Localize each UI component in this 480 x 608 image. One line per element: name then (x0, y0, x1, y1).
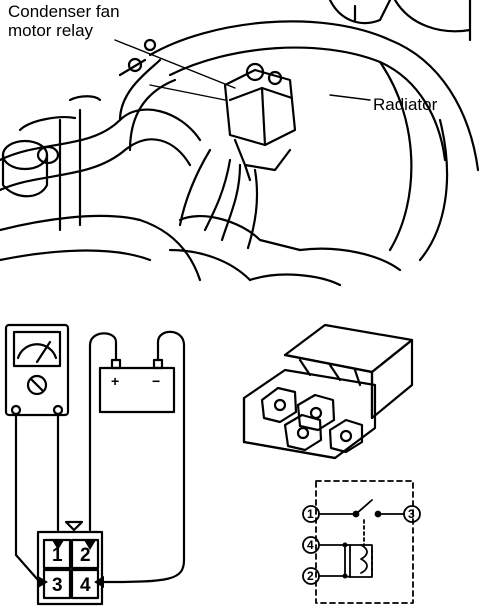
radiator-hose-outer (148, 20, 480, 172)
schematic-label-1: 1 (307, 507, 314, 521)
arrow-pin2 (84, 540, 96, 550)
ohmmeter-display (12, 330, 62, 368)
relay-label-line1: Condenser fan (8, 2, 120, 21)
arrow-pin4 (94, 576, 104, 588)
connector-pin-1: 1 (52, 545, 63, 566)
connector-pin-4: 4 (80, 575, 91, 596)
arrow-pin1 (52, 540, 64, 550)
ohmmeter-dial (26, 374, 48, 396)
relay-label-line2: motor relay (8, 21, 94, 40)
schematic-label-2: 2 (307, 569, 314, 583)
connector-pin-2: 2 (80, 545, 91, 566)
battery (98, 366, 176, 414)
schematic-outline (315, 480, 414, 604)
connector-key-triangle (64, 520, 84, 532)
relay-harness (203, 158, 232, 232)
battery-minus: − (152, 373, 161, 389)
radiator-hose-inner (168, 46, 447, 162)
relay-switch-blade (355, 499, 373, 515)
radiator-label: Radiator (373, 95, 438, 114)
relay-connector (36, 530, 104, 606)
radiator-leader-line (329, 94, 371, 101)
battery-plus: + (111, 373, 120, 389)
ohmmeter (4, 323, 70, 417)
schematic-label-3: 3 (408, 507, 415, 521)
arrow-pin3 (38, 576, 48, 588)
relay-body-top (223, 68, 297, 147)
relay-leader-line (114, 39, 236, 89)
schematic-label-4: 4 (307, 538, 314, 552)
connector-pin-3: 3 (52, 575, 63, 596)
